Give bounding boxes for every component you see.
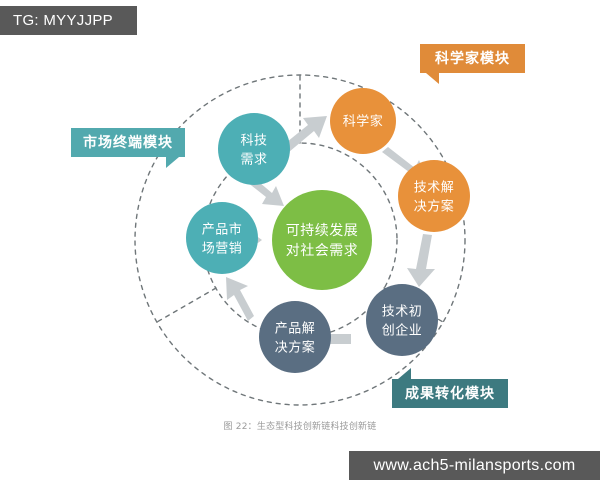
callout-scientist-label: 科学家模块 xyxy=(435,50,510,67)
node-label-product-marketing-line1: 产品市 xyxy=(202,222,243,238)
inner-ring-dashed xyxy=(202,142,398,338)
node-circle-product-solution[interactable] xyxy=(259,301,331,373)
node-circle-tech-demand[interactable] xyxy=(218,113,290,185)
callout-transform-label: 成果转化模块 xyxy=(405,385,495,402)
node-label-scientist-line1: 科学家 xyxy=(343,114,384,130)
arrow-product-solution-to-marketing xyxy=(226,277,254,321)
callout-market-tail xyxy=(166,157,179,168)
callout-scientist-tail xyxy=(426,73,439,84)
node-circle-tech-startup[interactable] xyxy=(366,284,438,356)
outer-ring-dashed xyxy=(134,74,466,406)
node-circle-scientist[interactable] xyxy=(330,88,396,154)
node-circle-tech-solution[interactable] xyxy=(398,160,470,232)
arrow-solution-to-startup xyxy=(407,234,435,287)
callout-achievement-transformation-module[interactable]: 成果转化模块 xyxy=(392,368,508,408)
figure-caption: 图 22：生态型科技创新链科技创新链 xyxy=(223,422,377,432)
node-label-tech-startup-line2: 创企业 xyxy=(382,323,423,339)
node-circle-product-marketing[interactable] xyxy=(186,202,258,274)
callout-scientist-module[interactable]: 科学家模块 xyxy=(420,44,525,84)
node-label-tech-demand-line2: 需求 xyxy=(240,153,267,168)
node-label-center-line2: 对社会需求 xyxy=(286,243,359,259)
node-label-center-line1: 可持续发展 xyxy=(286,222,359,239)
node-label-tech-solution-line2: 决方案 xyxy=(414,199,455,215)
callout-market-terminal-module[interactable]: 市场终端模块 xyxy=(71,128,185,168)
node-label-product-solution-line1: 产品解 xyxy=(275,322,316,337)
node-label-product-solution-line2: 决方案 xyxy=(275,340,316,356)
callout-market-terminal-label: 市场终端模块 xyxy=(83,134,173,151)
sector-divider-lower-left xyxy=(156,287,217,323)
callout-transform-tail xyxy=(398,368,411,379)
node-circle-center[interactable] xyxy=(272,190,372,290)
node-label-product-marketing-line2: 场营销 xyxy=(202,242,243,257)
node-label-tech-demand-line1: 科技 xyxy=(240,134,267,149)
watermark-top-left: TG: MYYJJPP xyxy=(0,6,137,35)
node-label-tech-startup-line1: 技术初 xyxy=(382,305,423,320)
node-label-tech-solution-line1: 技术解 xyxy=(414,181,455,196)
watermark-bottom-right: www.ach5-milansports.com xyxy=(349,451,600,480)
